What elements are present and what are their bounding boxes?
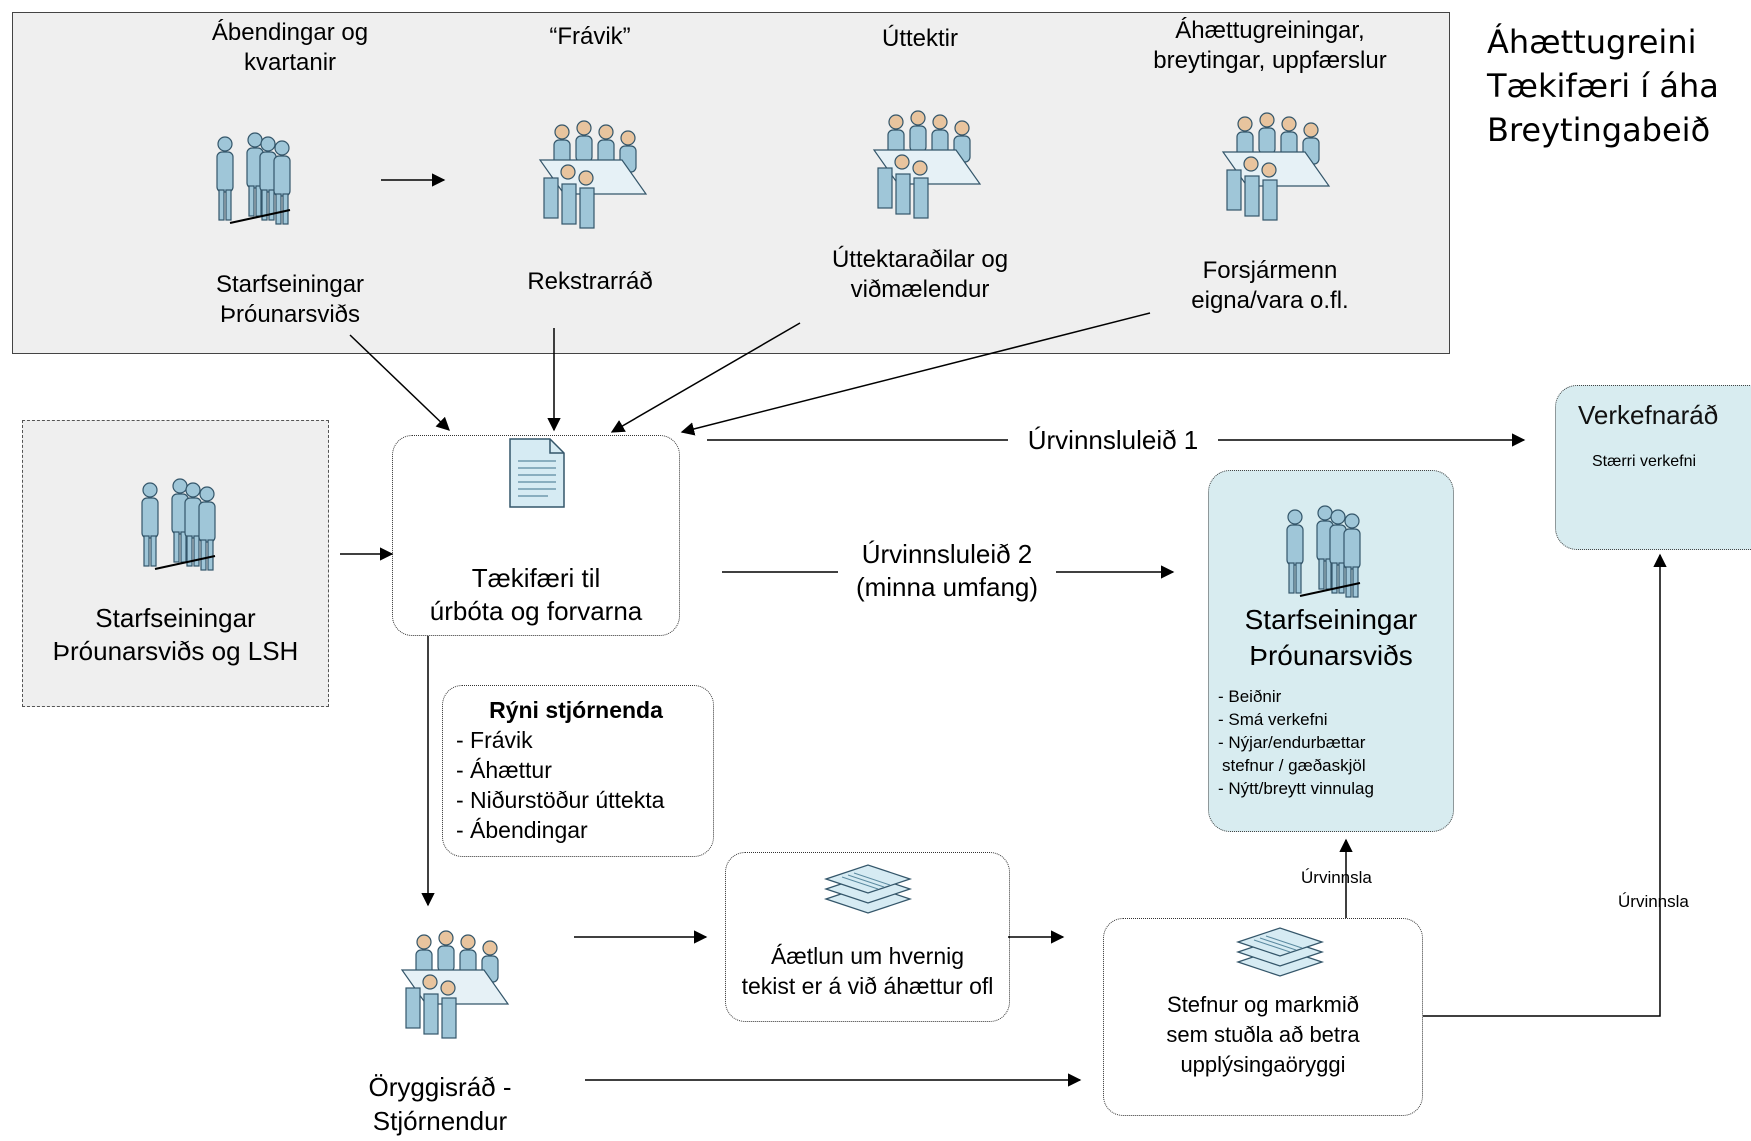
list-item: - Niðurstöður úttekta	[456, 787, 665, 813]
list-item: - Ábendingar	[456, 817, 588, 843]
source-heading-feedback: Ábendingar og kvartanir	[150, 18, 430, 78]
meeting-table-icon	[400, 930, 510, 1039]
label-line: úrbóta og forvarna	[429, 596, 643, 626]
people-group-icon	[141, 478, 216, 571]
list-item: - Áhættur	[456, 757, 552, 783]
heading-line: Úttektir	[881, 25, 958, 52]
security-council-label: Öryggisráð - Stjórnendur	[330, 1070, 550, 1138]
list-item: - Frávik	[456, 727, 533, 753]
heading-line: “Frávik”	[549, 23, 631, 50]
list-item: stefnur / gæðaskjöl	[1222, 756, 1366, 775]
policy-label: Stefnur og markmið sem stuðla að betra u…	[1103, 990, 1423, 1080]
review-title: Rýni stjórnenda	[489, 697, 663, 723]
people-group-icon	[216, 132, 291, 225]
arrow-dept-to-opportunity	[349, 334, 450, 431]
label-line: Þróunarsviðs	[1249, 640, 1413, 671]
document-stack-icon	[823, 864, 913, 914]
plan-label: Áætlun um hvernig tekist er á við áhættu…	[725, 941, 1010, 1001]
heading-line: breytingar, uppfærslur	[1153, 47, 1387, 74]
text-line: Breytingabeið	[1487, 111, 1711, 149]
label-line: sem stuðla að betra	[1166, 1022, 1360, 1047]
meeting-table-icon	[1221, 112, 1331, 221]
document-icon	[509, 438, 565, 508]
actor-line: Þróunarsviðs	[219, 301, 361, 328]
label-line: Þróunarsviðs og LSH	[52, 636, 299, 666]
arrow-owners-to-opportunity	[680, 312, 1151, 436]
actor-dept: Starfseiningar Þróunarsviðs	[140, 270, 440, 330]
path2-label: Úrvinnsluleið 2 (minna umfang)	[820, 538, 1074, 604]
opportunity-label: Tækifæri til úrbóta og forvarna	[392, 562, 680, 628]
right-side-text: Áhættugreini Tækifæri í áha Breytingabei…	[1487, 20, 1719, 152]
processing-label: Úrvinnsla	[1301, 868, 1372, 887]
text-line: Áhættugreini	[1487, 23, 1697, 61]
project-board-subtitle: Stærri verkefni	[1592, 453, 1697, 470]
actor-line: eigna/vara o.fl.	[1191, 287, 1349, 314]
meeting-table-icon	[538, 120, 648, 229]
review-box	[442, 685, 714, 857]
label-line: Stefnur og markmið	[1167, 992, 1359, 1017]
review-list: Rýni stjórnenda - Frávik - Áhættur - Nið…	[456, 695, 696, 845]
label-line: Úrvinnsluleið 2	[861, 539, 1033, 569]
actor-line: viðmælendur	[850, 276, 990, 303]
actor-operations-council: Rekstrarráð	[450, 267, 730, 297]
label-line: (minna umfang)	[855, 572, 1039, 602]
left-source-panel	[22, 420, 329, 707]
list-item: - Nýtt/breytt vinnulag	[1218, 779, 1374, 798]
people-group-icon	[1286, 505, 1361, 598]
actor-line: Rekstrarráð	[527, 268, 653, 295]
list-item: - Beiðnir	[1218, 687, 1282, 706]
heading-line: kvartanir	[243, 49, 337, 76]
actor-line: Forsjármenn	[1202, 257, 1338, 284]
actor-line: Úttektaraðilar og	[831, 246, 1009, 273]
label-line: Stjórnendur	[372, 1106, 508, 1136]
label-line: upplýsingaöryggi	[1180, 1052, 1346, 1077]
label-line: Starfseiningar	[1244, 604, 1418, 635]
label-line: Áætlun um hvernig	[770, 943, 965, 969]
meeting-table-icon	[872, 110, 982, 219]
arrow-auditors-to-opportunity	[610, 322, 801, 433]
project-board-title: Verkefnaráð	[1578, 400, 1719, 430]
actor-auditors: Úttektaraðilar og viðmælendur	[770, 245, 1070, 305]
project-board-box	[1555, 385, 1751, 550]
source-heading-deviations: “Frávik”	[450, 22, 730, 52]
source-heading-audits: Úttektir	[780, 24, 1060, 54]
list-item: - Smá verkefni	[1218, 710, 1328, 729]
label-line: Öryggisráð -	[368, 1072, 512, 1102]
dept-box-title: Starfseiningar Þróunarsviðs	[1208, 602, 1454, 674]
document-stack-icon	[1235, 927, 1325, 977]
label-line: Tækifæri til	[471, 563, 601, 593]
heading-line: Áhættugreiningar,	[1175, 17, 1365, 44]
list-item: - Nýjar/endurbættar	[1218, 733, 1366, 752]
heading-line: Ábendingar og	[211, 19, 369, 46]
left-panel-label: Starfseiningar Þróunarsviðs og LSH	[22, 602, 329, 668]
dept-box-list: - Beiðnir - Smá verkefni - Nýjar/endurbæ…	[1218, 685, 1374, 800]
actor-asset-owners: Forsjármenn eigna/vara o.fl.	[1120, 256, 1420, 316]
source-heading-risk: Áhættugreiningar, breytingar, uppfærslur	[1100, 16, 1440, 76]
arrow-policy-to-board	[1423, 553, 1667, 1017]
processing-label: Úrvinnsla	[1618, 892, 1689, 911]
path1-label: Úrvinnsluleið 1	[1027, 425, 1199, 455]
label-line: Starfseiningar	[95, 603, 256, 633]
actor-line: Starfseiningar	[215, 271, 365, 298]
text-line: Tækifæri í áha	[1487, 67, 1719, 105]
label-line: tekist er á við áhættur ofl	[741, 973, 994, 999]
